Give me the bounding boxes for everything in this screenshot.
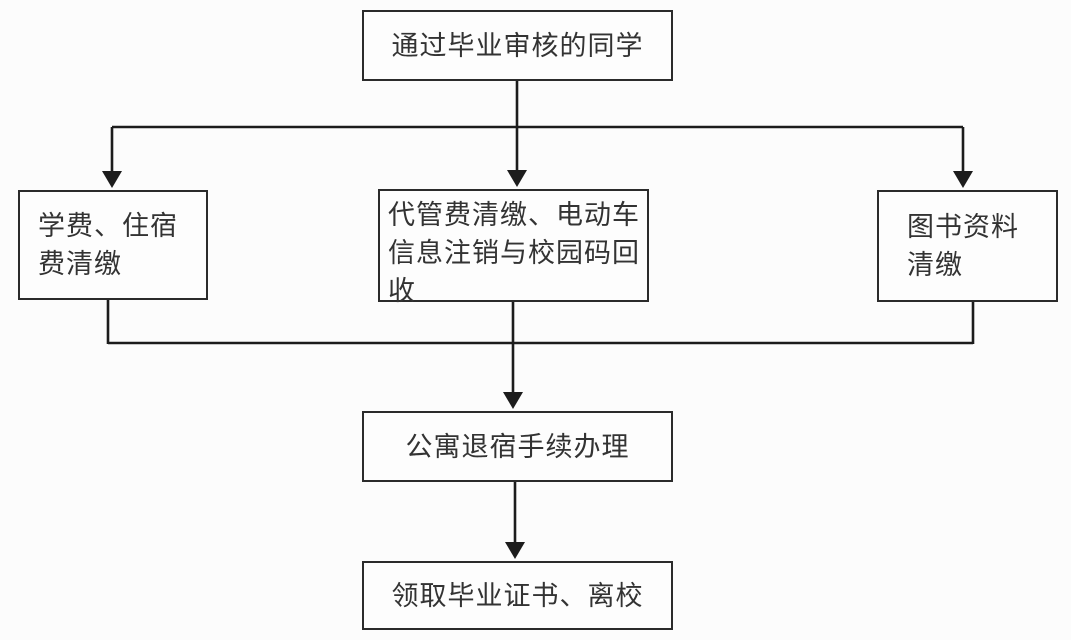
node-custody-label: 代管费清缴、电动车 信息注销与校园码回 收 <box>388 200 640 306</box>
node-custody: 代管费清缴、电动车 信息注销与校园码回 收 <box>378 189 649 306</box>
node-fees: 学费、住宿 费清缴 <box>18 190 208 300</box>
node-fees-label: 学费、住宿 费清缴 <box>38 211 178 279</box>
node-graduate-label: 领取毕业证书、离校 <box>391 580 644 611</box>
arrowhead-dorm <box>503 392 523 409</box>
node-graduate: 领取毕业证书、离校 <box>362 561 673 630</box>
node-start: 通过毕业审核的同学 <box>362 10 673 81</box>
arrowhead-library <box>953 171 973 188</box>
node-dorm: 公寓退宿手续办理 <box>362 411 673 482</box>
arrowhead-graduate <box>505 542 525 559</box>
arrowhead-fees <box>102 171 122 188</box>
node-library: 图书资料 清缴 <box>877 190 1058 302</box>
arrowhead-custody <box>507 170 527 187</box>
node-dorm-label: 公寓退宿手续办理 <box>405 431 630 462</box>
node-library-label: 图书资料 清缴 <box>907 212 1019 280</box>
node-start-label: 通过毕业审核的同学 <box>391 30 644 61</box>
